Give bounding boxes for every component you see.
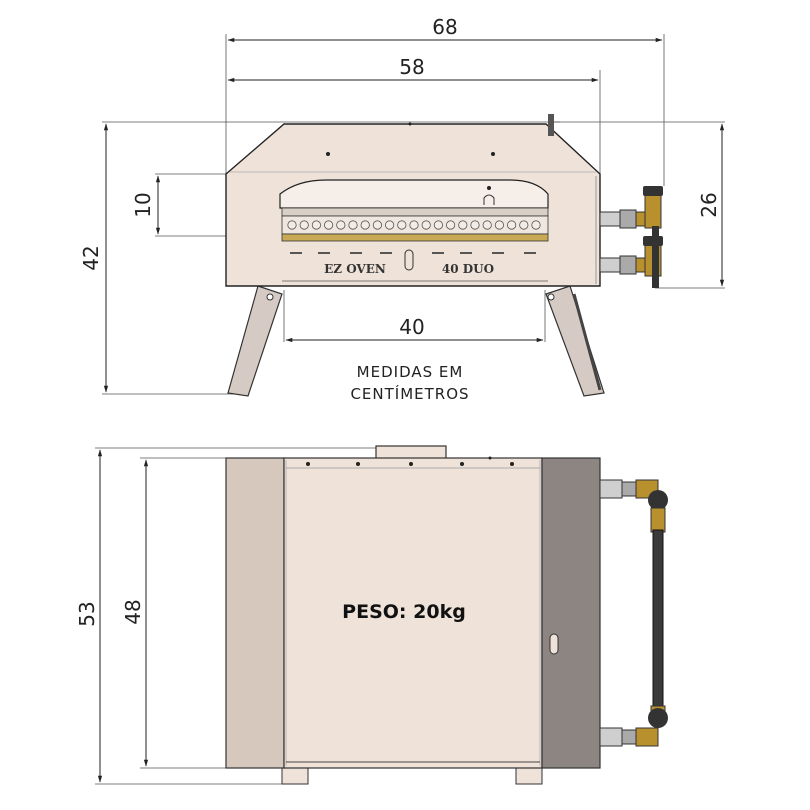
gas-valves bbox=[599, 186, 663, 288]
foot-right bbox=[515, 767, 543, 785]
dim-label-48: 48 bbox=[121, 599, 145, 624]
upper-valve-knob bbox=[643, 186, 663, 196]
top-dimension-lines bbox=[97, 449, 149, 783]
side-handle bbox=[549, 633, 559, 655]
left-leg bbox=[227, 285, 283, 397]
burner-hole bbox=[519, 220, 529, 230]
front-handle bbox=[404, 249, 414, 271]
brass-strip bbox=[281, 233, 549, 242]
weight-label: PESO: 20kg bbox=[342, 601, 466, 623]
dim-label-58: 58 bbox=[399, 55, 424, 79]
pizza-stone bbox=[281, 207, 549, 217]
burner-hole bbox=[445, 220, 456, 230]
brand-label-right: 40 DUO bbox=[442, 262, 494, 276]
burner-hole bbox=[470, 220, 480, 230]
burner-hole bbox=[458, 220, 468, 230]
right-leg-bolt bbox=[547, 293, 555, 301]
dim-label-40: 40 bbox=[399, 315, 424, 339]
dim-label-26: 26 bbox=[697, 192, 721, 217]
thermometer-post bbox=[548, 114, 554, 136]
burner-hole bbox=[299, 220, 309, 230]
front-view: 68 58 42 10 26 40 bbox=[79, 15, 725, 403]
upper-valve-knob-top bbox=[648, 490, 668, 510]
burner-hole bbox=[506, 220, 517, 230]
dim-label-10: 10 bbox=[131, 192, 155, 217]
units-note-line1: MEDIDAS EM bbox=[357, 363, 464, 381]
burner-hole bbox=[360, 220, 370, 230]
dim-label-53: 53 bbox=[75, 601, 99, 626]
burner-hole bbox=[323, 220, 334, 230]
burner-hole bbox=[531, 220, 541, 230]
dimension-lines bbox=[103, 37, 725, 393]
top-rivets bbox=[306, 456, 514, 466]
left-leg-bolt bbox=[266, 293, 274, 301]
body-rivets bbox=[326, 122, 495, 156]
left-side-panel bbox=[225, 457, 285, 769]
burner-hole bbox=[287, 220, 297, 230]
burner-hole bbox=[348, 220, 358, 230]
foot-left bbox=[281, 767, 309, 785]
burner-hole bbox=[311, 220, 321, 230]
burner-hole bbox=[421, 220, 431, 230]
lower-valve-connector bbox=[599, 257, 621, 273]
top-gas-line bbox=[599, 479, 668, 747]
gas-pipe bbox=[652, 226, 659, 288]
brand-label-left: EZ OVEN bbox=[324, 262, 386, 276]
dim-label-68: 68 bbox=[432, 15, 457, 39]
top-extension-lines bbox=[95, 447, 378, 785]
right-leg bbox=[545, 285, 605, 397]
right-side-panel bbox=[541, 457, 601, 769]
burner-hole bbox=[397, 220, 407, 230]
oven-opening bbox=[279, 179, 549, 209]
oven-legs bbox=[227, 285, 605, 397]
connecting-hose bbox=[652, 529, 664, 709]
dim-label-42: 42 bbox=[79, 245, 103, 270]
burner-hole bbox=[482, 220, 492, 230]
units-note-line2: CENTÍMETROS bbox=[350, 384, 469, 403]
burner-hole bbox=[372, 220, 382, 230]
burner-hole bbox=[433, 220, 443, 230]
burner-hole bbox=[409, 220, 419, 230]
burner-hole bbox=[336, 220, 346, 230]
right-leg-edge bbox=[572, 293, 602, 391]
top-panel bbox=[283, 457, 543, 769]
burner-hole bbox=[384, 220, 395, 230]
burner-holes bbox=[287, 220, 541, 230]
top-view: 53 48 PESO: 20kg bbox=[75, 445, 668, 785]
upper-valve-connector bbox=[599, 211, 621, 227]
lower-valve-knob-top bbox=[648, 708, 668, 728]
burner-hole bbox=[494, 220, 504, 230]
